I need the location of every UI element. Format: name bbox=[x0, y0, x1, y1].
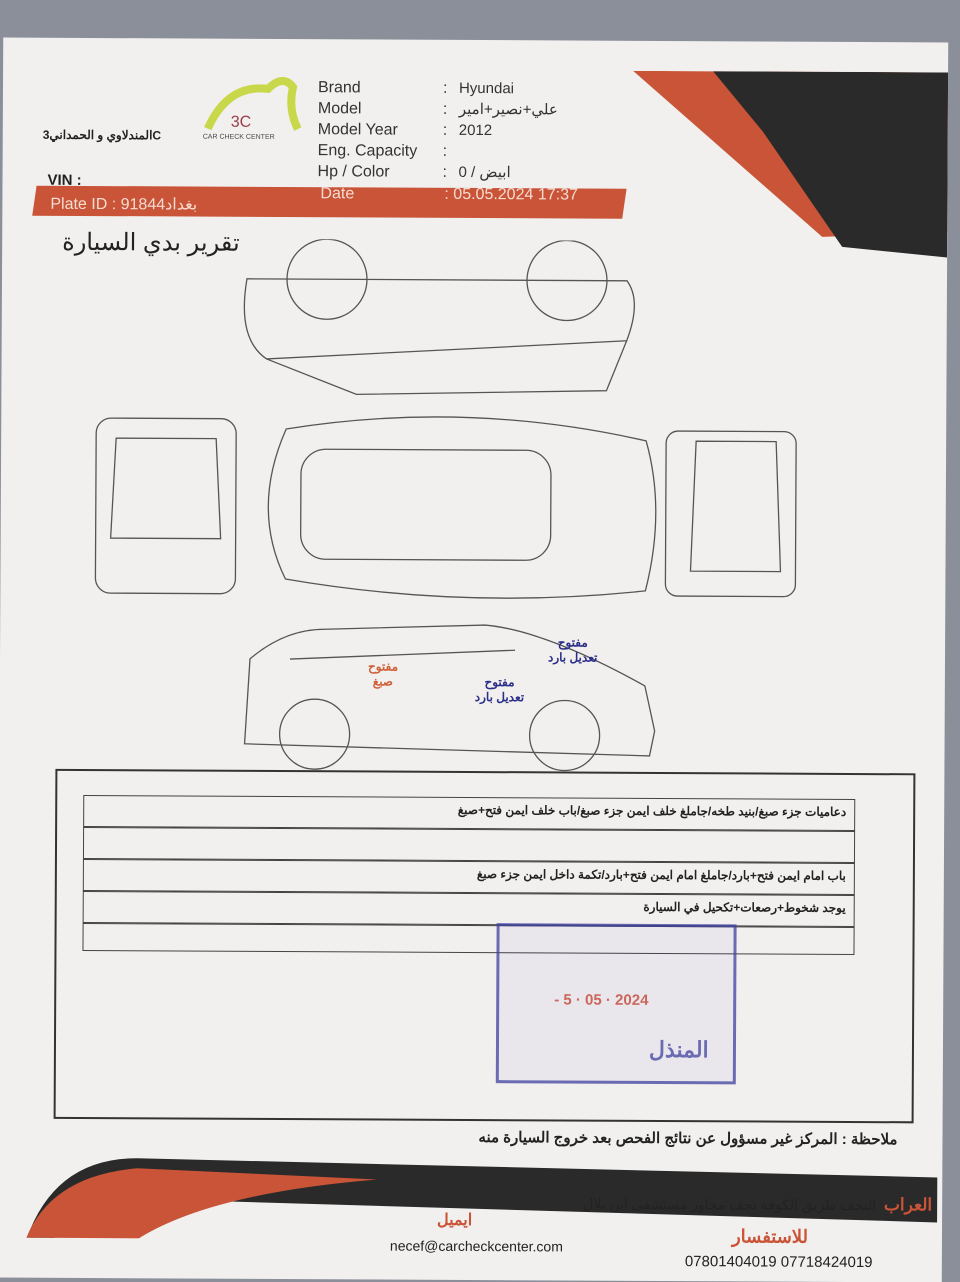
brand-value: Hyundai bbox=[458, 79, 515, 98]
car-front-view bbox=[664, 430, 797, 598]
header-graphic bbox=[633, 70, 949, 258]
model-year-label: Model Year bbox=[317, 121, 398, 139]
car-roof-view bbox=[267, 416, 657, 599]
car-top-left-view bbox=[243, 238, 635, 396]
model-label: Model bbox=[317, 100, 362, 118]
date-label: Date bbox=[320, 185, 355, 203]
hp-color-value: 0 / ابيض bbox=[458, 163, 511, 182]
address: العراب النجف طريق الكوفة نجف مجاور مستشف… bbox=[583, 1195, 933, 1215]
plate-value: 91844بغداد bbox=[120, 196, 198, 214]
brand-label: Brand bbox=[317, 79, 361, 97]
logo-subtitle: CAR CHECK CENTER bbox=[202, 133, 275, 141]
logo-icon bbox=[204, 77, 302, 131]
inspection-report: المندلاوي و الحمداني3C 3C CAR CHECK CENT… bbox=[0, 37, 949, 1282]
note-row: دعاميات جزء صبغ/بنيد طخه/جاملغ خلف ايمن … bbox=[83, 794, 856, 832]
note-row bbox=[82, 922, 855, 956]
note-row bbox=[82, 826, 856, 864]
logo-text: 3C bbox=[230, 113, 252, 131]
date-value: 05.05.2024 17:37 bbox=[453, 185, 578, 204]
plate-label: Plate ID bbox=[50, 195, 108, 214]
email-label: ايميل bbox=[437, 1211, 473, 1230]
footer-graphic bbox=[16, 1158, 938, 1243]
hp-color-label: Hp / Color bbox=[317, 163, 390, 181]
stamp: - 5 · 05 · 2024 المنذل bbox=[495, 923, 737, 1085]
model-year-value: 2012 bbox=[458, 121, 493, 140]
phone-numbers: 07801404019 07718424019 bbox=[684, 1253, 873, 1272]
note-row: باب امام ايمن فتح+بارد/جاملغ امام ايمن ف… bbox=[82, 858, 855, 896]
colons: ::::: bbox=[442, 79, 448, 181]
car-body-diagram bbox=[94, 238, 797, 772]
car-right-side-view bbox=[243, 624, 656, 772]
note-row: يوجد شخوط+رصعات+تكحيل في السيارة bbox=[82, 890, 855, 928]
notes-box: دعاميات جزء صبغ/بنيد طخه/جاملغ خلف ايمن … bbox=[53, 768, 916, 1124]
vehicle-fields: Brand Model Model Year Eng. Capacity Hp … bbox=[317, 77, 418, 183]
company-name: المندلاوي و الحمداني3C bbox=[42, 127, 162, 143]
eng-capacity-value bbox=[459, 141, 558, 163]
phone-label: للاستفسار bbox=[731, 1226, 809, 1247]
vehicle-values: Hyundai علي+نصير+امير 2012 0 / ابيض bbox=[458, 78, 558, 184]
model-value: علي+نصير+امير bbox=[458, 100, 558, 119]
car-rear-view bbox=[94, 417, 237, 595]
eng-capacity-label: Eng. Capacity bbox=[317, 142, 418, 160]
email: necef@carcheckcenter.com bbox=[389, 1237, 563, 1255]
